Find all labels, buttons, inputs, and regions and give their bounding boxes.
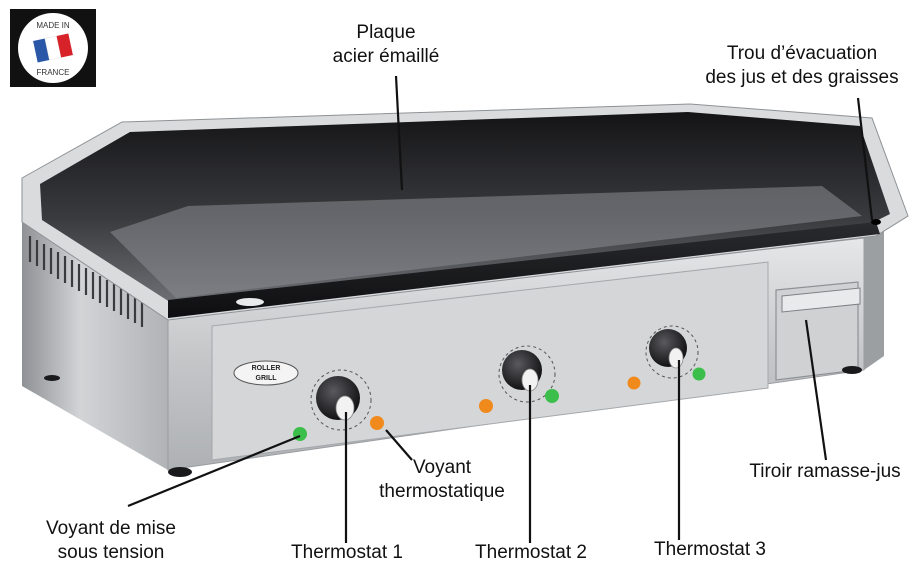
body-left-side xyxy=(22,222,168,470)
label-trou-line2: des jus et des graisses xyxy=(705,67,899,88)
svg-text:ROLLER: ROLLER xyxy=(252,365,281,372)
label-plaque: Plaque acier émaillé xyxy=(322,21,450,69)
label-thermostat-1: Thermostat 1 xyxy=(278,541,416,565)
ventilation-grille xyxy=(28,236,144,327)
leader-lines xyxy=(127,75,874,543)
label-plaque-line2: acier émaillé xyxy=(332,46,440,67)
thermostat-2-green-lamp xyxy=(545,389,559,403)
made-in-france-logo: MADE IN FRANCE xyxy=(18,13,88,83)
leader-tiroir xyxy=(804,319,828,461)
brand-plate: ROLLER GRILL xyxy=(233,360,299,386)
label-voyant-tension-line2: sous tension xyxy=(57,542,165,563)
leader-plaque xyxy=(394,75,404,191)
thermostat-2-indicator-lamp xyxy=(479,399,493,413)
flag-red-stripe xyxy=(56,33,73,58)
label-trou-line1: Trou d’évacuation xyxy=(726,43,878,64)
label-thermostat-3-text: Thermostat 3 xyxy=(654,539,766,560)
thermostat-1-indicator-lamp xyxy=(370,416,384,430)
label-thermostat-1-text: Thermostat 1 xyxy=(291,542,403,563)
label-voyant-thermo-line1: Voyant xyxy=(412,457,472,478)
label-tiroir-text: Tiroir ramasse-jus xyxy=(749,461,901,482)
label-thermostat-2-text: Thermostat 2 xyxy=(475,542,587,563)
badge-text-bottom: FRANCE xyxy=(37,68,70,77)
leader-voyant-thermo xyxy=(385,429,413,461)
drain-hole xyxy=(871,219,881,225)
foot-back-left xyxy=(44,375,60,381)
label-voyant-thermo-line2: thermostatique xyxy=(379,481,505,502)
thermostat-1-knob xyxy=(310,369,372,431)
label-plaque-line1: Plaque xyxy=(356,22,416,43)
leader-trou xyxy=(856,97,874,221)
thermostat-3-green-lamp xyxy=(692,367,706,381)
badge-text-top: MADE IN xyxy=(36,21,70,30)
body-right-side xyxy=(864,230,884,370)
grease-drawer xyxy=(775,281,861,381)
label-thermostat-2: Thermostat 2 xyxy=(462,541,600,565)
label-tiroir-ramasse-jus: Tiroir ramasse-jus xyxy=(736,460,914,484)
foot-front-left xyxy=(168,467,192,477)
foot-front-right xyxy=(842,366,862,374)
made-in-france-badge: MADE IN FRANCE xyxy=(10,9,96,87)
label-voyant-thermostatique: Voyant thermostatique xyxy=(362,456,522,504)
label-voyant-tension-line1: Voyant de mise xyxy=(46,518,176,539)
svg-text:GRILL: GRILL xyxy=(256,375,278,382)
label-trou-evacuation: Trou d’évacuation des jus et des graisse… xyxy=(692,42,912,90)
thermostat-3-indicator-lamp xyxy=(627,376,641,390)
flag-blue-stripe xyxy=(33,38,50,63)
label-thermostat-3: Thermostat 3 xyxy=(641,538,779,562)
leader-voyant-tension xyxy=(127,434,301,508)
label-voyant-tension: Voyant de mise sous tension xyxy=(30,517,192,565)
